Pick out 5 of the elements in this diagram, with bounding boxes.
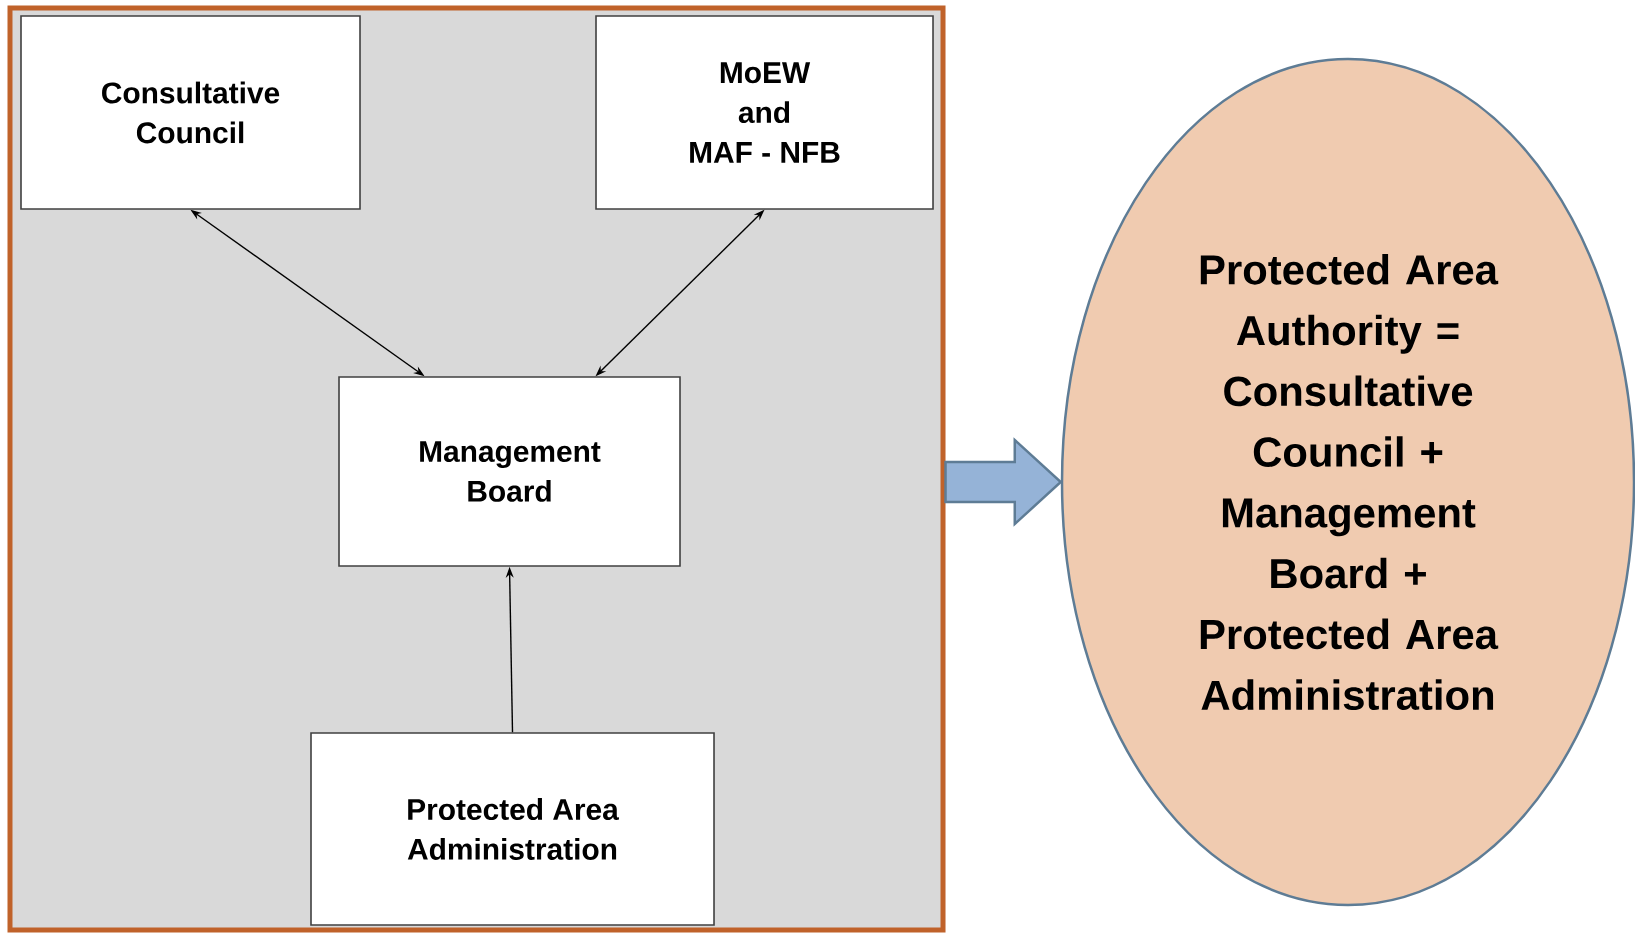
block-arrow	[944, 437, 1063, 527]
organization-box: Consultative Council	[20, 15, 361, 210]
organization-box: Protected Area Administration	[310, 732, 715, 926]
organization-box: MoEW and MAF - NFB	[595, 15, 934, 210]
organization-box: Management Board	[338, 376, 681, 567]
